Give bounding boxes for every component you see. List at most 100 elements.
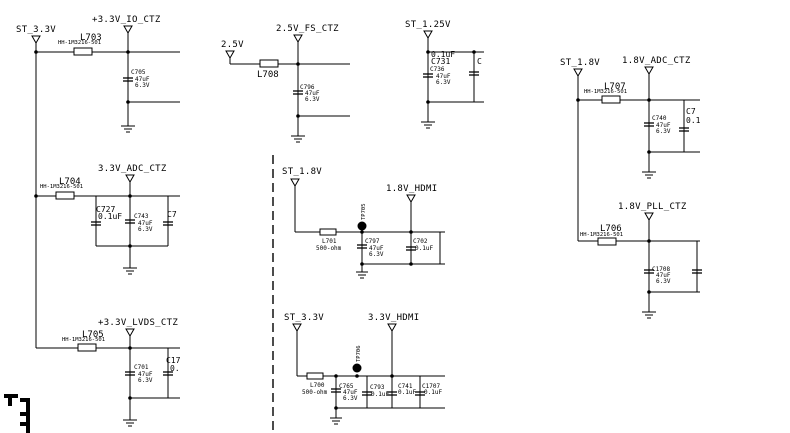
junction — [647, 150, 651, 154]
net-label-st-1v25: ST_1.25V — [405, 20, 451, 30]
junction — [472, 50, 476, 54]
junction — [34, 50, 38, 54]
ref-c17-cut: C17 — [166, 356, 181, 365]
cap-c702: C702 0.1uF — [406, 238, 433, 252]
port-triangle — [292, 323, 302, 333]
ref-c743: C743 — [134, 213, 149, 220]
volt-c701: 6.3V — [138, 377, 153, 384]
ground-symbol — [123, 419, 137, 427]
ref-c701: C701 — [134, 364, 149, 371]
volt-c765: 6.3V — [343, 395, 358, 402]
label-tp706: TP706 — [356, 345, 362, 362]
net-label-io-3v3: +3.3V_IO_CTZ — [92, 15, 161, 25]
net-label-hdmi-1v8: 1.8V_HDMI — [386, 184, 437, 194]
ground-symbol — [421, 121, 435, 129]
ref-l701: L701 — [322, 238, 337, 245]
net-label-st-1v8-right: ST_1.8V — [560, 58, 600, 68]
cap-c7-cut: C7 — [163, 210, 177, 226]
cap-c741: C741 0.1uF — [387, 383, 416, 396]
st-1v8-right-port: ST_1.8V — [560, 58, 600, 78]
ground-symbol — [330, 417, 342, 425]
ground-symbol — [356, 271, 368, 279]
ref-c740: C740 — [652, 115, 667, 122]
cap-c797: 47uF — [369, 245, 384, 252]
cap-c705: C705 47uF 6.3V — [123, 69, 150, 89]
inductor-l701 — [319, 228, 337, 236]
cap-c797: C797 47uF 6.3V — [357, 238, 384, 258]
junction — [128, 396, 132, 400]
ref-l704: L704 — [59, 177, 81, 187]
ref-l706: L706 — [600, 224, 622, 234]
junction — [126, 100, 130, 104]
ground-symbol — [123, 267, 137, 275]
ref-l703: L703 — [80, 33, 102, 43]
port-triangle — [423, 30, 433, 40]
volt-c740: 6.3V — [656, 128, 671, 135]
ref-c-cut: C — [477, 57, 482, 66]
part-l703: HH-1M3216-501 — [58, 40, 101, 46]
cap-c736: C736 47uF 6.3V — [423, 66, 451, 86]
inductor-l703 — [73, 47, 93, 56]
port-triangle — [573, 68, 583, 78]
volt-c705: 6.3V — [135, 82, 150, 89]
cap-c736: 47uF — [436, 73, 451, 80]
ref-c702: C702 — [413, 238, 428, 245]
cap-c796: 47uF — [305, 90, 320, 97]
junction — [334, 406, 338, 410]
ref-c765: C765 — [339, 383, 354, 390]
ref-c7-cut: C7 — [167, 210, 177, 219]
cap-c705: 47uF — [135, 76, 150, 83]
inductor-l706 — [597, 237, 617, 246]
part-l700: 500-ohm — [302, 389, 328, 396]
ref-l700: L700 — [310, 382, 325, 389]
ref-c727: C727 — [96, 205, 115, 214]
cap-c17-cut: C17 0. — [163, 356, 181, 376]
junction — [360, 262, 364, 266]
ref-c736: C736 — [430, 66, 445, 73]
junction — [355, 374, 359, 378]
part-l701: 500-ohm — [316, 245, 342, 252]
cap-c765: 47uF — [343, 389, 358, 396]
cap-c727: 0.1uF — [98, 212, 122, 221]
net-label-pll-1v8: 1.8V_PLL_CTZ — [618, 202, 687, 212]
junction — [426, 50, 430, 54]
pll-1v8-filter: 1.8V_PLL_CTZ L706 HH-1M3216-501 C1708 47… — [578, 202, 702, 319]
net-label-st-1v8-mid: ST_1.8V — [282, 167, 322, 177]
part-l706: HH-1M3216-501 — [580, 232, 623, 238]
ref-c793: C793 — [370, 384, 385, 391]
cap-c731: 0.1uF — [431, 50, 455, 59]
net-label-st-3v3-left: ST_3.3V — [16, 25, 56, 35]
hdmi-1v8-filter: ST_1.8V 1.8V_HDMI L701 500-ohm TP705 C79… — [282, 167, 445, 279]
label-tp705: TP705 — [361, 203, 367, 220]
port-triangle — [644, 66, 654, 76]
port-triangle — [406, 194, 416, 204]
hdmi-3v3-filter: ST_3.3V 3.3V_HDMI L700 500-ohm TP706 C76… — [284, 313, 445, 425]
io-3v3-filter: +3.3V_IO_CTZ L703 HH-1M3216-501 C705 47u… — [34, 15, 180, 133]
port-triangle — [387, 323, 397, 333]
adc-1v8-filter: 1.8V_ADC_CTZ L707 HH-1M3216-501 C740 47u… — [576, 56, 701, 179]
port-triangle — [125, 328, 135, 338]
net-label-fs-2v5: 2.5V_FS_CTZ — [276, 24, 339, 34]
ref-c741: C741 — [398, 383, 413, 390]
ref-l707: L707 — [604, 82, 626, 92]
inductor-l700 — [306, 372, 324, 380]
junction — [426, 100, 430, 104]
part-l705: HH-1M3216-501 — [62, 337, 105, 343]
ref-l705: L705 — [82, 330, 104, 340]
junction — [647, 290, 651, 294]
ground-symbol — [642, 171, 656, 179]
net-label-st-3v3-mid: ST_3.3V — [284, 313, 324, 323]
volt-c1708: 6.3V — [656, 278, 671, 285]
cap-c702: 0.1uF — [415, 245, 433, 252]
inductor-l707 — [601, 95, 621, 104]
cap-c701: 47uF — [138, 371, 153, 378]
ref-c1707: C1707 — [422, 383, 440, 390]
cap-c796: C796 47uF 6.3V — [293, 84, 320, 103]
st-1v25-decoupling: ST_1.25V 0.1uF C731 C736 47uF 6.3V C — [405, 20, 484, 129]
ref-c797: C797 — [365, 238, 380, 245]
cap-c727: C727 0.1uF — [91, 205, 122, 226]
ref-c796: C796 — [300, 84, 315, 91]
ref-c7-cut-right: C7 — [686, 107, 696, 116]
testpoint-tp705 — [357, 221, 367, 231]
ref-c1708: C1708 — [652, 266, 670, 273]
